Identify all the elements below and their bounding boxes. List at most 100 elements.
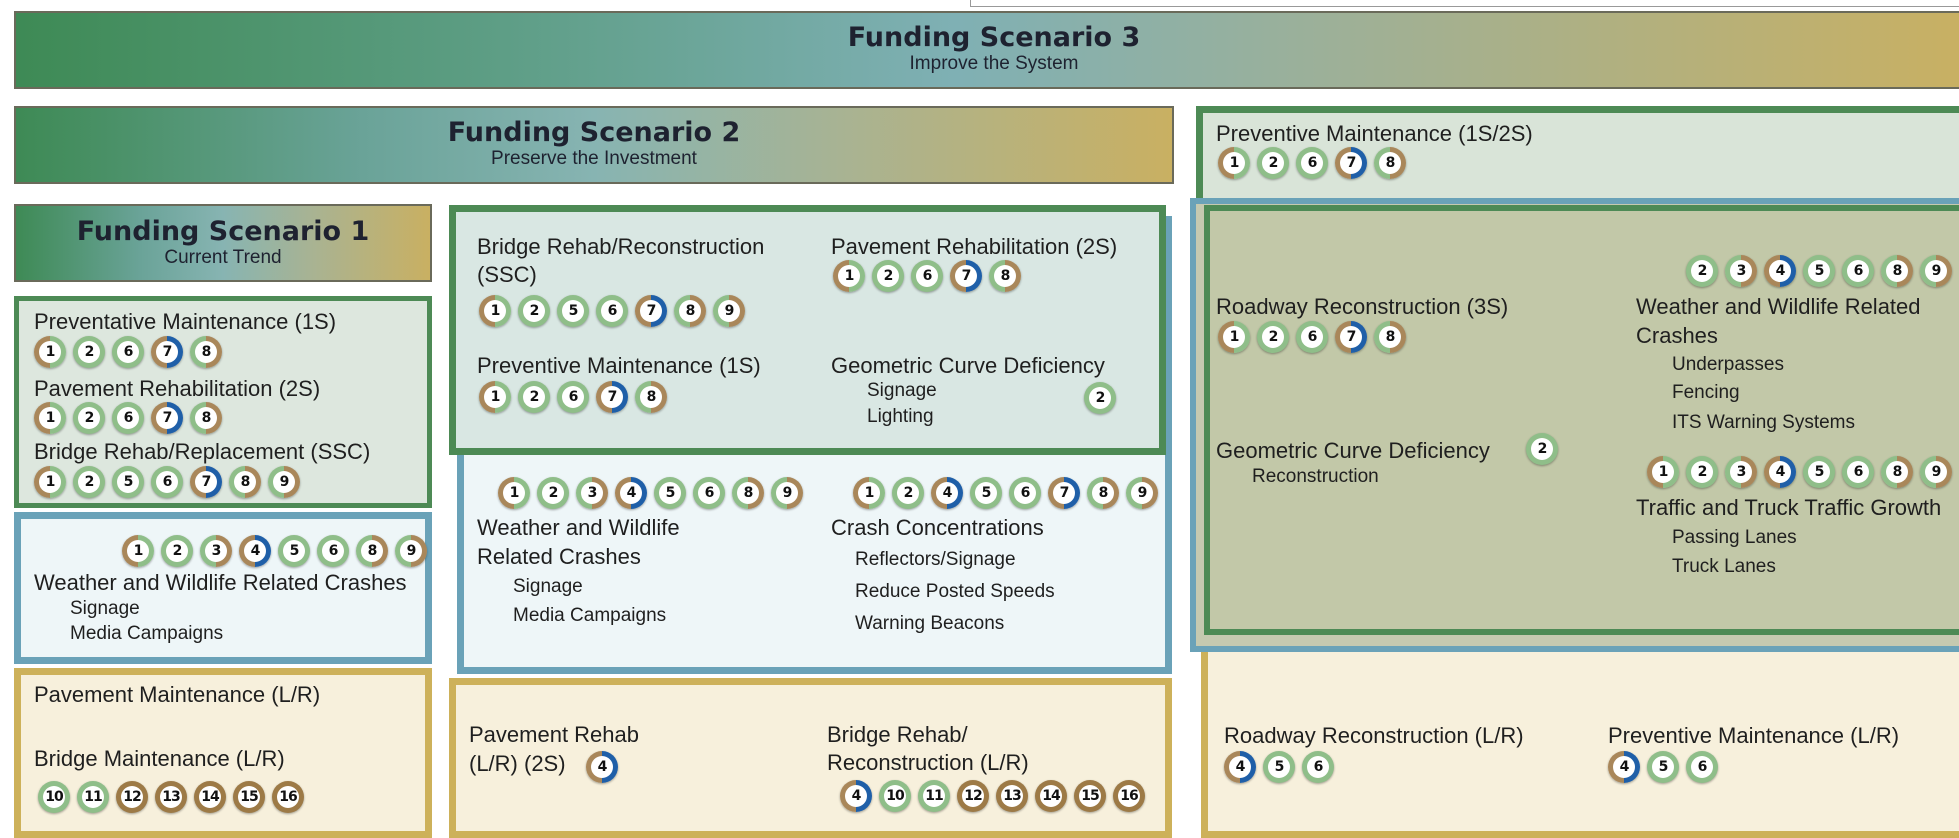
badge-number: 6 — [1014, 482, 1036, 504]
number-badge-3: 3 — [1725, 255, 1757, 287]
number-badge-14: 14 — [194, 781, 226, 813]
number-badge-10: 10 — [879, 780, 911, 812]
number-badge-4: 4 — [586, 751, 618, 783]
number-badge-7: 7 — [1335, 147, 1367, 179]
number-badge-6: 6 — [693, 477, 725, 509]
number-badge-1: 1 — [1218, 321, 1250, 353]
scenario3-title: Funding Scenario 3 — [847, 22, 1141, 53]
number-badge-2: 2 — [73, 336, 105, 368]
number-badge-5: 5 — [970, 477, 1002, 509]
badge-number: 4 — [620, 482, 642, 504]
number-badge-6: 6 — [112, 336, 144, 368]
number-badge-1: 1 — [479, 381, 511, 413]
badge-number: 2 — [877, 265, 899, 287]
col3-pml-label: Preventive Maintenance (L/R) — [1608, 723, 1900, 748]
number-badge-2: 2 — [73, 466, 105, 498]
badge-number: 2 — [1089, 387, 1111, 409]
badge-number: 8 — [234, 471, 256, 493]
number-badge-2: 2 — [1084, 382, 1116, 414]
badge-number: 14 — [199, 786, 221, 808]
badge-number: 5 — [975, 482, 997, 504]
scenario1-subtitle: Current Trend — [164, 247, 282, 268]
col2-gcd-label: Geometric Curve Deficiency — [831, 353, 1105, 378]
number-badge-7: 7 — [151, 336, 183, 368]
col1-bm-label: Bridge Maintenance (L/R) — [34, 746, 285, 771]
badge-number: 9 — [1925, 461, 1947, 483]
badge-number: 9 — [400, 540, 422, 562]
badge-number: 1 — [858, 482, 880, 504]
number-badge-2: 2 — [518, 295, 550, 327]
badge-number: 6 — [117, 407, 139, 429]
badge-number: 10 — [884, 785, 906, 807]
badge-number: 5 — [1268, 756, 1290, 778]
badge-number: 4 — [845, 785, 867, 807]
col3-tt-item-1: Truck Lanes — [1672, 556, 1776, 577]
badge-number: 6 — [1847, 260, 1869, 282]
number-badge-13: 13 — [996, 780, 1028, 812]
col2-brl-label-1: Bridge Rehab/ — [827, 722, 968, 747]
badge-number: 5 — [659, 482, 681, 504]
number-badge-5: 5 — [1803, 255, 1835, 287]
col2-ww-label-1: Weather and Wildlife — [477, 515, 680, 540]
number-badge-5: 5 — [112, 466, 144, 498]
number-badge-16: 16 — [272, 781, 304, 813]
col2-brl-label-2: Reconstruction (L/R) — [827, 750, 1029, 775]
badge-number: 6 — [1847, 461, 1869, 483]
badge-number: 8 — [1886, 260, 1908, 282]
badge-number: 5 — [1652, 756, 1674, 778]
badge-number: 4 — [244, 540, 266, 562]
col3-gcd-item-0: Reconstruction — [1252, 466, 1379, 487]
badge-number: 2 — [1262, 326, 1284, 348]
badge-number: 1 — [1223, 326, 1245, 348]
badge-number: 2 — [1531, 438, 1553, 460]
col2-brr-label-2: (SSC) — [477, 262, 537, 287]
badge-number: 16 — [1118, 785, 1140, 807]
col3-gcd-badges: 2 — [1526, 433, 1558, 465]
badge-number: 7 — [1340, 152, 1362, 174]
badge-number: 1 — [127, 540, 149, 562]
col2-ww-item-1: Media Campaigns — [513, 605, 667, 626]
badge-number: 5 — [283, 540, 305, 562]
badge-number: 1 — [39, 407, 61, 429]
badge-number: 8 — [195, 341, 217, 363]
badge-number: 15 — [1079, 785, 1101, 807]
badge-number: 6 — [562, 386, 584, 408]
col3-ww-label-1: Weather and Wildlife Related — [1636, 294, 1921, 319]
badge-number: 12 — [121, 786, 143, 808]
col3-pm-label: Preventive Maintenance (1S/2S) — [1216, 121, 1533, 146]
badge-number: 4 — [936, 482, 958, 504]
number-badge-5: 5 — [1803, 456, 1835, 488]
number-badge-7: 7 — [596, 381, 628, 413]
number-badge-12: 12 — [957, 780, 989, 812]
badge-number: 8 — [737, 482, 759, 504]
badge-number: 9 — [273, 471, 295, 493]
number-badge-8: 8 — [989, 260, 1021, 292]
badge-number: 1 — [39, 471, 61, 493]
number-badge-2: 2 — [1257, 321, 1289, 353]
col2-prl-label-1: Pavement Rehab — [469, 722, 639, 747]
badge-number: 2 — [1262, 152, 1284, 174]
badge-number: 16 — [277, 786, 299, 808]
number-badge-2: 2 — [161, 535, 193, 567]
badge-number: 5 — [562, 300, 584, 322]
badge-number: 6 — [601, 300, 623, 322]
col2-ww-item-0: Signage — [513, 576, 583, 597]
scenario1-banner: Funding Scenario 1 Current Trend — [14, 204, 432, 282]
number-badge-7: 7 — [950, 260, 982, 292]
col1-br-label: Bridge Rehab/Replacement (SSC) — [34, 439, 371, 464]
number-badge-6: 6 — [596, 295, 628, 327]
badge-number: 6 — [916, 265, 938, 287]
badge-number: 8 — [994, 265, 1016, 287]
badge-number: 6 — [1301, 326, 1323, 348]
number-badge-9: 9 — [713, 295, 745, 327]
number-badge-1: 1 — [1218, 147, 1250, 179]
number-badge-1: 1 — [498, 477, 530, 509]
number-badge-5: 5 — [278, 535, 310, 567]
